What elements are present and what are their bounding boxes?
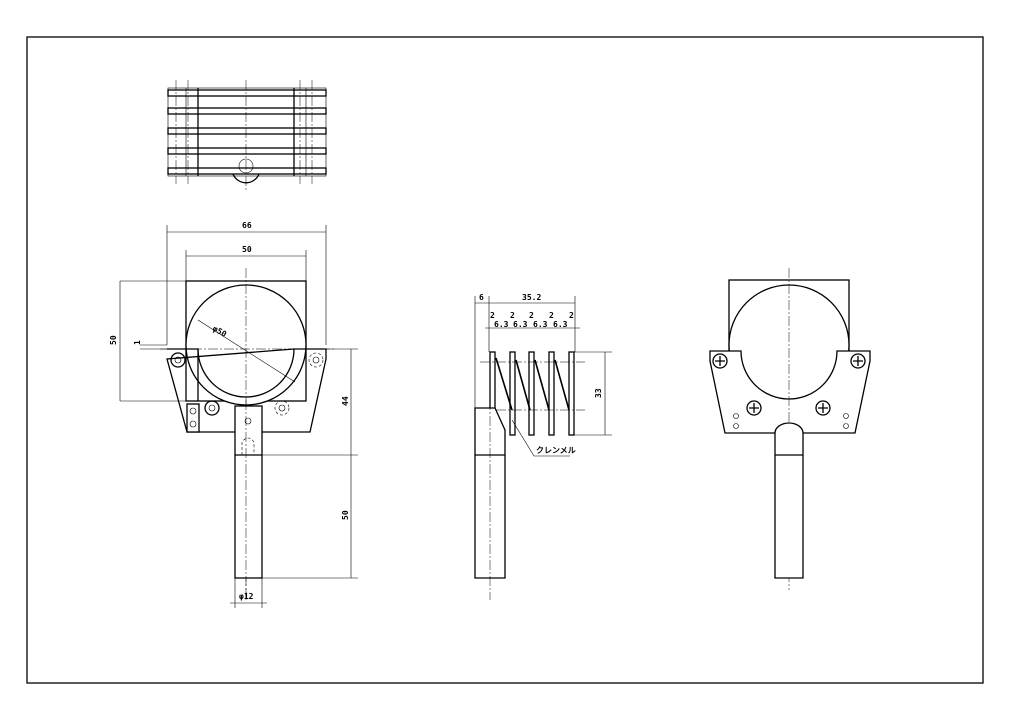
dim-plate-2: 2 bbox=[510, 311, 515, 320]
top-view bbox=[167, 80, 327, 192]
callout-kurenmeru: クレンメル bbox=[536, 445, 576, 455]
dim-50-height: 50 bbox=[109, 335, 118, 345]
dim-pitch-2: 6.3 bbox=[513, 320, 528, 329]
dim-plate-4: 2 bbox=[549, 311, 554, 320]
dim-1: 1 bbox=[133, 340, 142, 345]
dim-33: 33 bbox=[594, 388, 603, 398]
dim-pitch-4: 6.3 bbox=[553, 320, 568, 329]
dim-pitch-3: 6.3 bbox=[533, 320, 548, 329]
dim-50-width: 50 bbox=[242, 245, 252, 254]
dim-plate-3: 2 bbox=[529, 311, 534, 320]
drawing-frame bbox=[26, 36, 984, 684]
dim-phi12: φ12 bbox=[239, 592, 254, 601]
dim-50-handle: 50 bbox=[341, 510, 350, 520]
dim-pitch-1: 6.3 bbox=[494, 320, 509, 329]
side-view: 6 35.2 2 2 2 2 2 6.3 6.3 6.3 6.3 33 クレンメ… bbox=[474, 293, 612, 600]
rear-view bbox=[709, 268, 871, 590]
dim-44: 44 bbox=[341, 396, 350, 406]
dim-6: 6 bbox=[479, 293, 484, 302]
front-view: 66 50 φ50 50 1 44 50 φ12 bbox=[109, 221, 358, 608]
dim-plate-1: 2 bbox=[490, 311, 495, 320]
dim-66: 66 bbox=[242, 221, 252, 230]
dim-plate-5: 2 bbox=[569, 311, 574, 320]
dim-35-2: 35.2 bbox=[522, 293, 541, 302]
